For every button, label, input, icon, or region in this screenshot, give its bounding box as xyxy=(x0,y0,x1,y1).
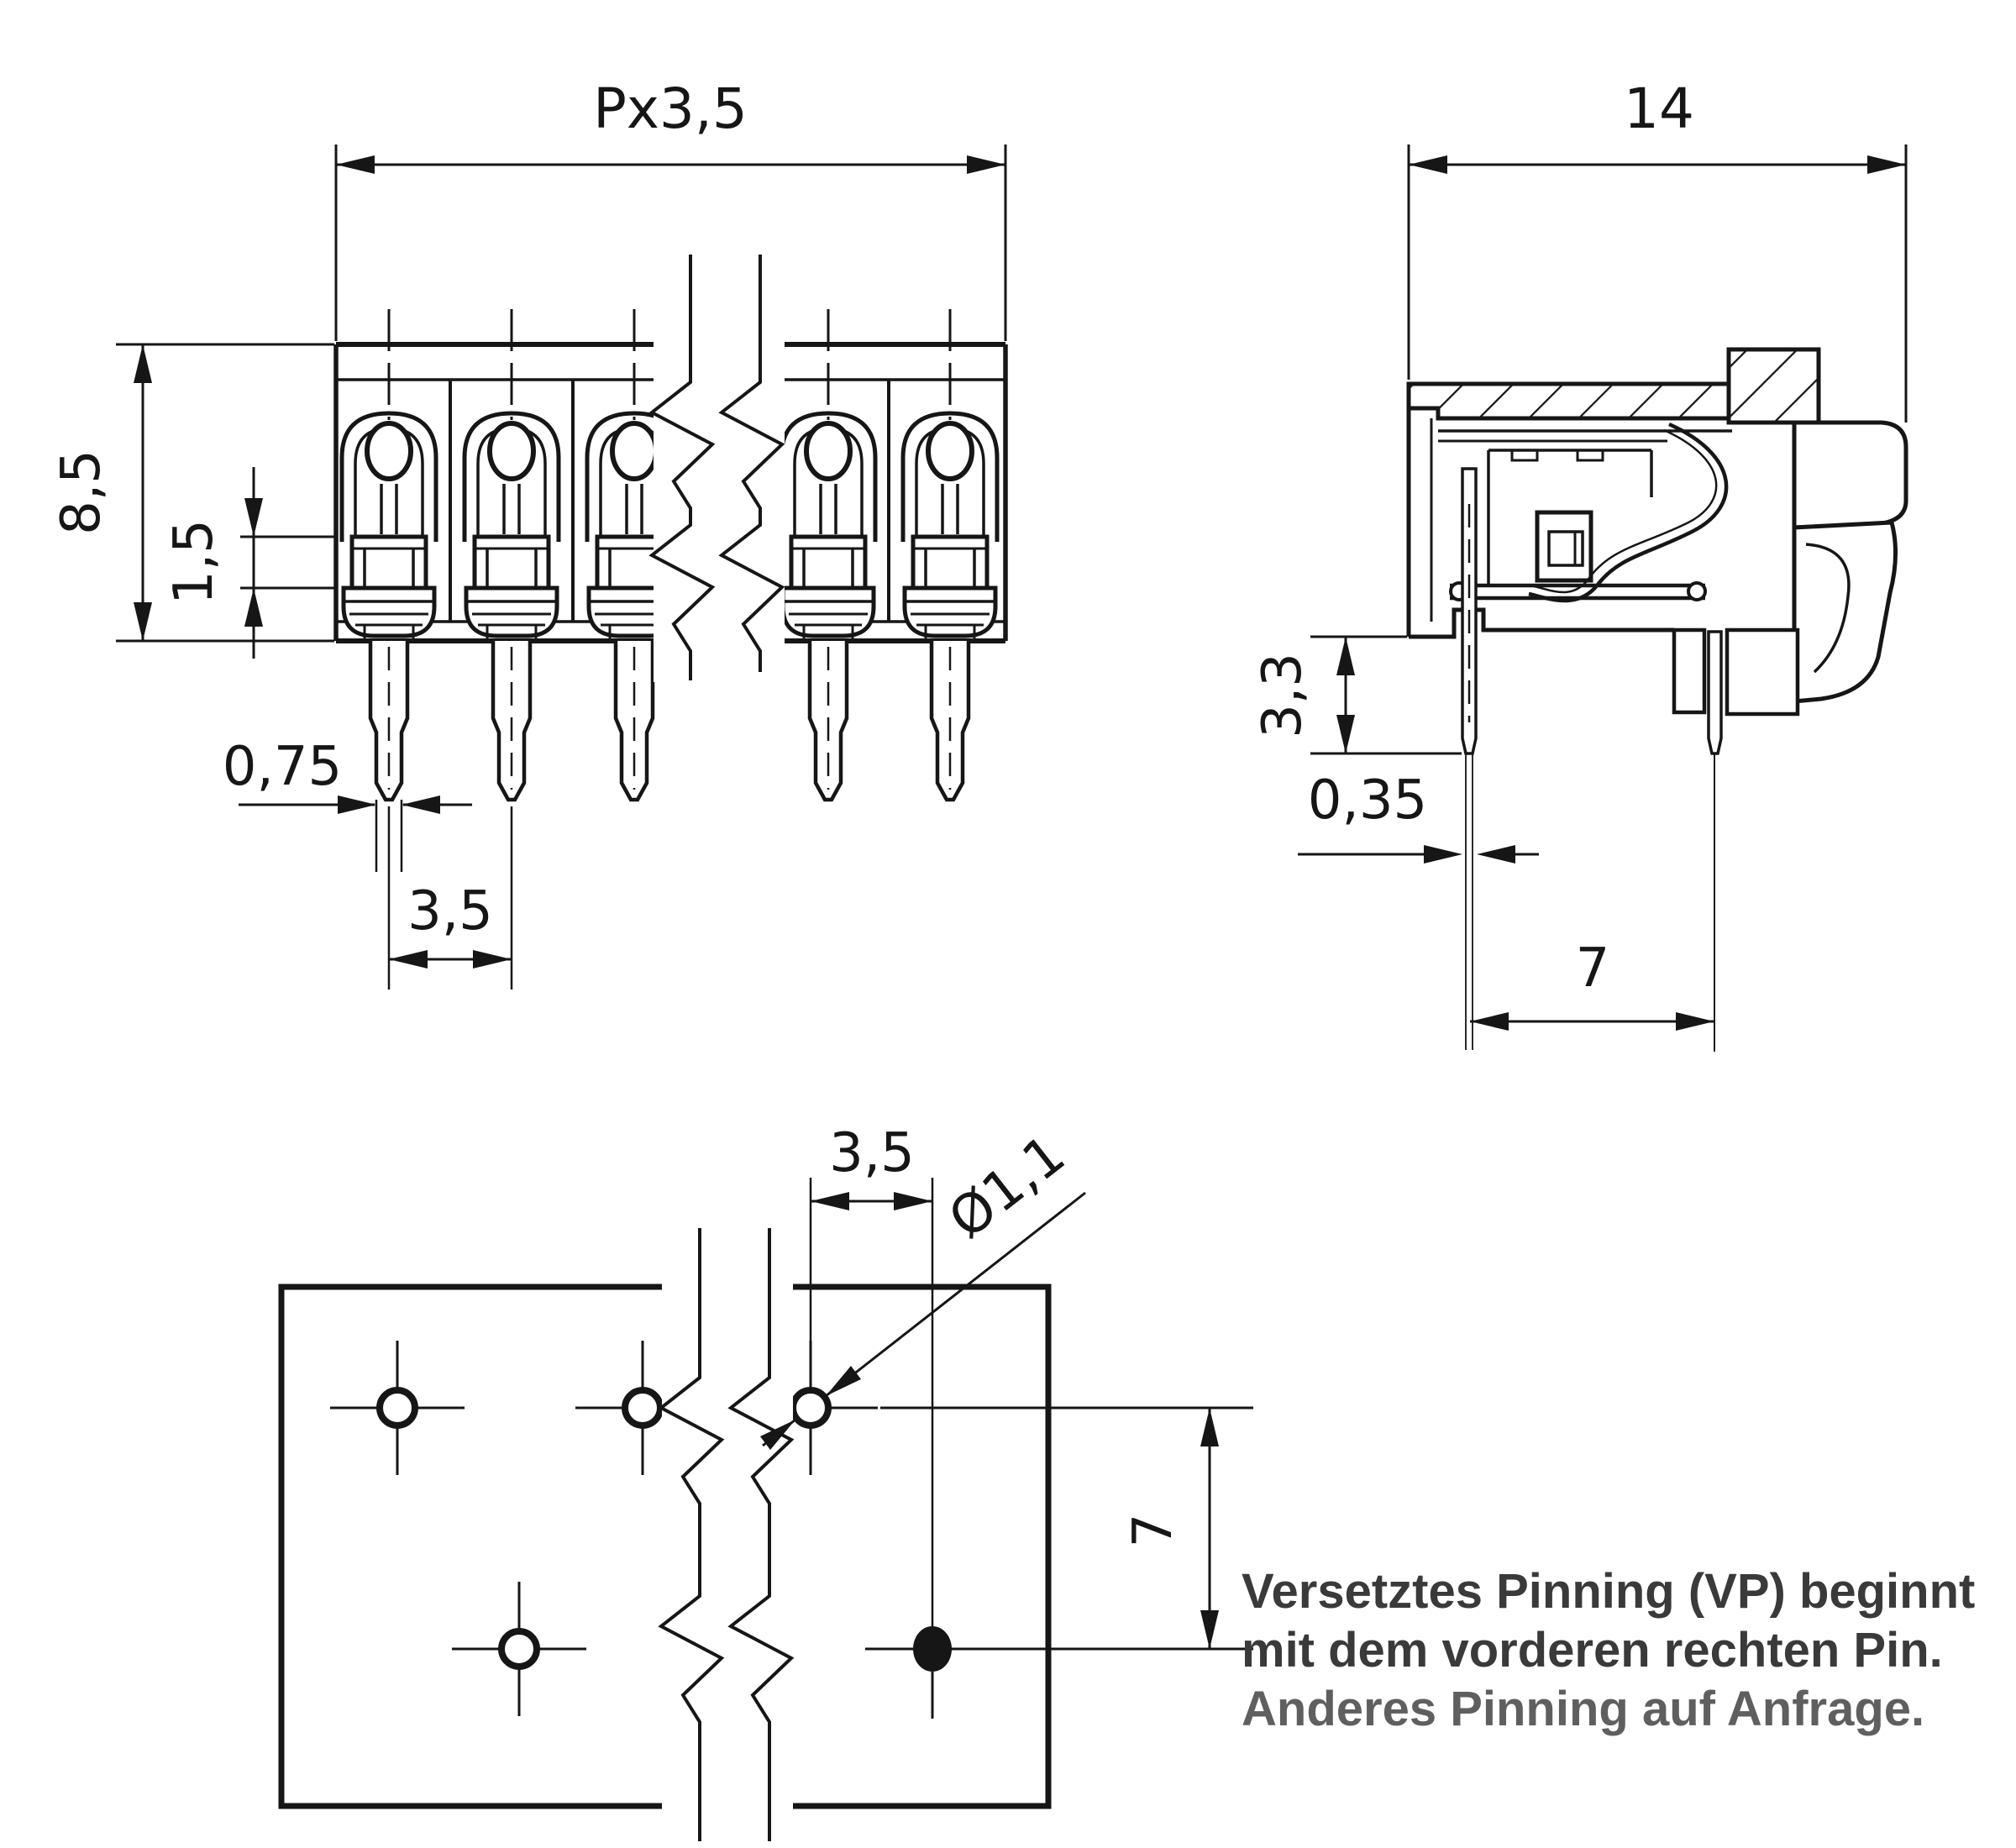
wire-entry-block xyxy=(1792,420,1908,530)
board-break xyxy=(658,1225,795,1843)
unit-dividers xyxy=(449,380,890,622)
arrowhead-icon xyxy=(1477,845,1515,864)
dim-label-hole-offset: 3,5 xyxy=(829,1122,915,1184)
clamp-spring-outer xyxy=(1528,422,1729,603)
arrowhead-icon xyxy=(1200,1408,1219,1446)
arrowhead-icon xyxy=(1867,155,1906,174)
solder-pin xyxy=(616,641,653,800)
break-line xyxy=(658,1228,725,1841)
note-line-3: Anderes Pinning auf Anfrage. xyxy=(1242,1682,1924,1736)
dim-label-body-height: 8,5 xyxy=(50,449,113,535)
side-pin-back-row xyxy=(1707,630,1723,755)
solder-pin xyxy=(810,641,847,800)
arrowhead-icon xyxy=(402,795,440,814)
arrowhead-icon xyxy=(967,155,1005,174)
dim-label-clamp-opening: 1,5 xyxy=(163,519,225,605)
extension-line xyxy=(1465,753,1473,1050)
drill-hole-start-pin xyxy=(865,1626,1001,1719)
arrowhead-icon xyxy=(894,1192,932,1210)
note-line-2: mit dem vorderen rechten Pin. xyxy=(1242,1623,1943,1677)
arrowhead-icon xyxy=(1200,1610,1219,1649)
dim-depth: 14 xyxy=(1409,76,1906,174)
dim-label-row-spacing: 7 xyxy=(1122,1514,1184,1548)
dim-body-height: 8,5 xyxy=(50,343,334,643)
dim-label-pin-thickness: 0,35 xyxy=(1308,769,1428,832)
drawing-root: Px3,5 8,5 1,5 0,75 xyxy=(50,76,1975,1843)
solder-pin xyxy=(370,641,407,800)
dim-pin-length: 3,3 xyxy=(1252,635,1462,755)
dim-pin-pitch: 3,5 xyxy=(387,806,513,990)
mounting-flange-hatched xyxy=(1406,381,1731,421)
dim-label-total-width: Px3,5 xyxy=(593,76,748,141)
arrowhead-icon xyxy=(389,950,428,969)
foot-block xyxy=(1725,627,1800,717)
funnel-inner-curve xyxy=(1805,543,1851,674)
arrowhead-icon xyxy=(473,950,512,969)
arrowhead-icon xyxy=(1424,845,1462,864)
busbar-end xyxy=(1687,581,1707,601)
test-window-inner xyxy=(1547,530,1584,567)
side-body xyxy=(1406,144,1908,1052)
cage-tabs xyxy=(1510,450,1604,462)
dim-clamp-opening: 1,5 xyxy=(163,467,338,659)
dim-row-spacing: 7 xyxy=(880,1406,1253,1651)
break-line xyxy=(727,1228,795,1841)
break-line xyxy=(648,255,716,680)
flange-step-hatched xyxy=(1726,347,1821,425)
front-break xyxy=(648,252,785,682)
drill-holes xyxy=(330,1341,1001,1719)
dim-row-offset: 7 xyxy=(1470,937,1714,1031)
arrowhead-icon xyxy=(1336,637,1355,675)
dim-hole-offset: 3,5 xyxy=(809,1122,934,1627)
solder-pin xyxy=(932,641,969,800)
arrowhead-icon xyxy=(826,1366,861,1396)
front-view: Px3,5 8,5 1,5 0,75 xyxy=(50,76,1008,990)
dim-label-pin-pitch: 3,5 xyxy=(407,880,493,942)
dim-label-pin-width: 0,75 xyxy=(223,736,343,798)
dim-pin-thickness: 0,35 xyxy=(1298,769,1539,864)
arrowhead-icon xyxy=(134,602,152,641)
arrowhead-icon xyxy=(760,1420,795,1450)
dim-label-depth: 14 xyxy=(1624,76,1694,141)
dim-label-pin-length: 3,3 xyxy=(1252,653,1314,738)
side-view: 14 3,3 0,35 7 xyxy=(1252,76,1908,1052)
break-mask xyxy=(662,1225,793,1843)
pinning-note: Versetztes Pinning (VP) beginnt mit dem … xyxy=(1242,1564,1975,1736)
arrowhead-icon xyxy=(1676,1012,1714,1031)
foot-block xyxy=(1672,627,1707,715)
arrowhead-icon xyxy=(1409,155,1447,174)
dim-total-width: Px3,5 xyxy=(336,76,1005,174)
arrowhead-icon xyxy=(336,155,375,174)
busbar xyxy=(1450,583,1705,601)
solder-pin xyxy=(493,641,530,800)
dim-label-row-offset: 7 xyxy=(1576,937,1610,1000)
arrowhead-icon xyxy=(1336,715,1355,753)
break-mask xyxy=(654,252,785,682)
arrowhead-icon xyxy=(244,588,263,627)
break-line xyxy=(718,255,785,672)
arrowhead-icon xyxy=(1470,1012,1509,1031)
leader-line xyxy=(825,1191,1086,1398)
note-line-1: Versetztes Pinning (VP) beginnt xyxy=(1242,1564,1975,1619)
arrowhead-icon xyxy=(134,344,152,383)
arrowhead-icon xyxy=(811,1192,849,1210)
dim-pin-width: 0,75 xyxy=(223,736,472,872)
arrowhead-icon xyxy=(338,795,376,814)
clamp-spring-inner xyxy=(1533,428,1718,594)
arrowhead-icon xyxy=(244,498,263,537)
